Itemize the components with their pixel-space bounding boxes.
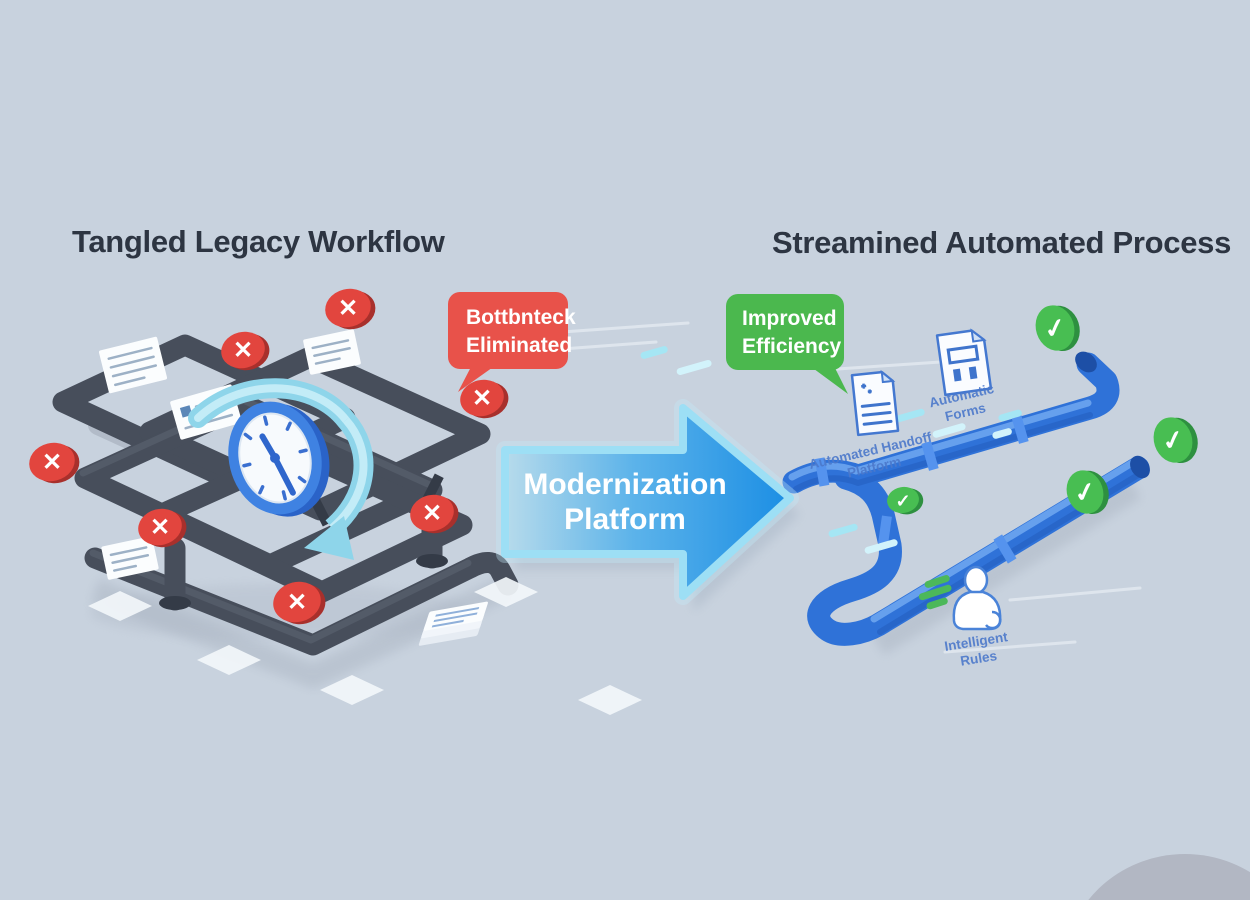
x-icon: ✕ [150,514,170,541]
document-icon [935,328,993,397]
x-icon: ✕ [287,589,307,616]
gear-glyph [861,383,872,394]
error-badges: ✕ ✕ ✕ ✕ ✕ ✕ ✕ [29,288,509,625]
pipe-joint [1011,414,1029,444]
automatic-forms-doc: Automatic Forms [928,328,996,424]
success-badge: ✓ [1066,470,1109,515]
success-badges: ✓ ✓ ✓ ✓ [887,305,1198,515]
document-icon [303,329,361,375]
bubble-line-1: Improved [742,307,837,330]
clock-icon [228,401,330,517]
arrow-label-line-2: Platform [564,503,686,536]
x-icon: ✕ [338,295,358,322]
bubble-tail [458,365,496,392]
error-badge: ✕ [460,379,509,419]
minute-hand [272,455,296,496]
error-badge: ✕ [325,288,376,330]
error-badge: ✕ [410,494,459,534]
modernization-arrow: Modernization Platform [496,399,799,605]
streamlined-process-group: Automated Handoff Platform Automatic For… [630,294,1198,669]
pipeline-lower-run [807,456,1150,646]
pipe-joint [878,515,892,545]
decorative-circle [1088,854,1250,900]
pipe-joint [814,457,830,487]
pipeline-upper-run [782,352,1120,494]
svg-text:Rules: Rules [959,648,998,669]
bubble-line-1: Bottbnteck [466,306,576,329]
speech-bubble [726,294,844,370]
document-icon [850,369,900,437]
efficiency-callout: Improved Efficiency [726,294,848,394]
check-icon: ✓ [895,491,910,511]
arrow-label-line-1: Modernization [523,468,726,501]
x-icon: ✕ [42,449,62,476]
error-badge: ✕ [273,581,326,625]
right-title: Streamined Automated Process [772,225,1231,260]
clock-group [188,378,374,560]
x-icon: ✕ [422,500,442,527]
pipe-joint [921,441,939,471]
bottleneck-callout: Bottbnteck Eliminated [448,292,576,392]
bubble-tail [810,366,848,394]
pipe-joint [993,534,1017,564]
clock-ticks [242,415,308,501]
document-stack-icon [418,601,488,646]
document-icon [101,536,159,580]
riser-foot-1 [159,596,191,610]
pipe-end-cap [1075,351,1097,373]
riser-foot-2 [416,554,448,568]
tangled-legacy-workflow-group: ✕ ✕ ✕ ✕ ✕ ✕ ✕ Bottbnteck Eliminated [29,288,642,715]
error-badge: ✕ [221,331,270,371]
paper-tiles [88,577,642,715]
speech-bubble [448,292,568,369]
error-badge: ✕ [138,508,187,548]
success-badge: ✓ [1153,417,1198,464]
error-badge: ✕ [29,442,80,484]
bubble-line-2: Efficiency [742,335,842,358]
success-badge: ✓ [887,486,924,515]
x-icon: ✕ [233,337,253,364]
pipe-end-cap [1130,455,1150,479]
swirl-glyph [985,610,1002,630]
rotation-arrowhead [304,516,354,560]
left-title: Tangled Legacy Workflow [72,224,446,259]
automated-pipeline [782,351,1150,646]
success-badge: ✓ [1035,305,1080,352]
bubble-line-2: Eliminated [466,334,572,357]
pipe-bottom-run [84,547,519,656]
arrow-shape [501,404,794,600]
person-icon [952,565,1002,631]
x-icon: ✕ [472,385,492,412]
document-icon [98,336,168,394]
